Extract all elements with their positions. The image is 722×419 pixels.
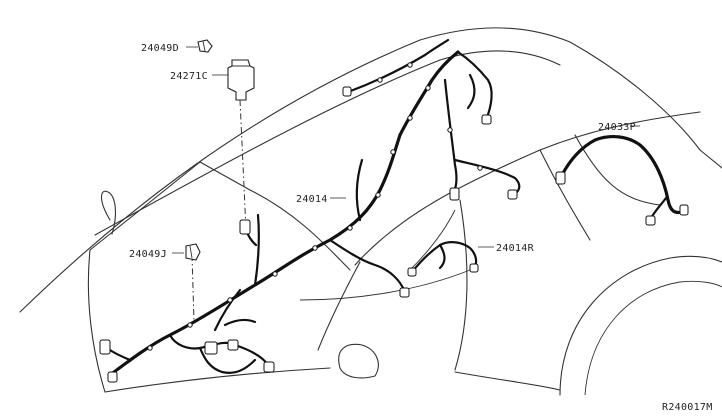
leader-lines (172, 46, 640, 323)
connector-dash-center-2 (227, 339, 239, 351)
c-pillar-line (539, 149, 591, 241)
rear-wheel-arch (559, 255, 722, 396)
connector-dash-right (263, 361, 275, 373)
harness-24014-pillar-branch (355, 158, 364, 222)
connector-side (507, 189, 518, 200)
connector-dash-left (99, 339, 111, 355)
harness-24014-bpillar-branch (443, 78, 458, 197)
front-door-edge (317, 261, 361, 351)
a-pillar-line (249, 189, 351, 271)
callout-24271C: 24271C (170, 71, 208, 82)
harness-24014-center-branch (213, 288, 242, 332)
connector-roof-front (342, 86, 352, 97)
connector-24271C-mount (239, 219, 251, 235)
harness-24014-center-branch-2 (223, 318, 257, 327)
part-24049D-clip (197, 39, 213, 53)
harness-24014-dash-branch-1 (168, 333, 270, 367)
rocker-line (454, 371, 561, 391)
leader-24049J-dash (191, 254, 195, 323)
leader-24271C-dash (239, 99, 247, 231)
mirror-left (100, 190, 117, 235)
windshield-left-edge (87, 249, 106, 393)
roof-outer-line (19, 27, 722, 313)
connector-header (481, 114, 492, 125)
connector-dash-center (204, 341, 218, 355)
connector-24033P-c (679, 204, 689, 216)
interior-line-1 (409, 209, 456, 271)
harness-24033P (555, 134, 689, 226)
harness-24014-dome-branch (466, 73, 476, 110)
harness-24014R-body (410, 241, 478, 274)
callout-24033P: 24033P (598, 122, 636, 133)
dash-line (299, 269, 471, 301)
rear-wheel-arch-inner (584, 280, 722, 396)
harness-24014-trunk (108, 50, 460, 377)
side-mirror (338, 343, 379, 379)
connector-24014R-b (469, 263, 479, 273)
connector-24033P-a (555, 171, 566, 185)
connector-24033P-b (645, 215, 656, 226)
harness-24014R-branch (438, 243, 446, 270)
harness-24014R (407, 241, 479, 277)
callout-labels: 24049D 24271C 24014 24049J 24014R 24033P… (129, 43, 713, 413)
harness-24014-dash-branch-2 (198, 346, 257, 374)
part-24271C-bracket (227, 59, 255, 101)
harness-24014-upper-branch (253, 213, 260, 287)
figure-code: R240017M (662, 402, 713, 413)
part-24049J-clip (185, 243, 201, 261)
callout-24049J: 24049J (129, 249, 167, 260)
harness-24014-roof-front-branch (346, 38, 450, 94)
harness-24033P-body (560, 134, 684, 215)
connector-dash-lower (107, 371, 118, 383)
connector-door (399, 287, 410, 298)
connector-24014R-a (407, 267, 417, 277)
harness-24014-door-branch (328, 238, 407, 294)
harness-24014-ties (147, 62, 483, 351)
connector-bpillar (449, 187, 460, 201)
windshield-top (89, 161, 251, 251)
harness-24014-header-branch (456, 50, 493, 122)
cowl-line (104, 367, 331, 393)
harness-24014 (99, 38, 521, 383)
roof-inner-line (94, 50, 561, 236)
b-pillar-line (454, 199, 468, 371)
callout-24014: 24014 (296, 194, 328, 205)
callout-24014R: 24014R (496, 243, 535, 254)
callout-24049D: 24049D (141, 43, 179, 54)
